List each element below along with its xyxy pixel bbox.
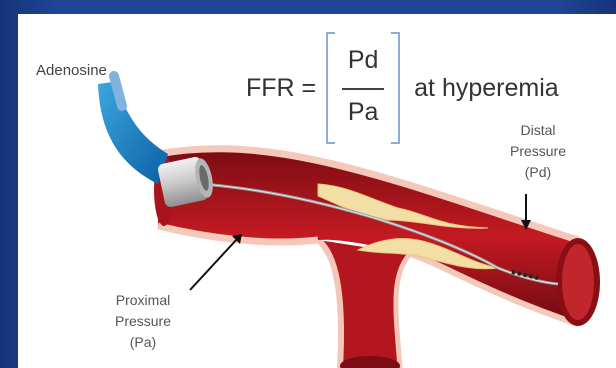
diagram-panel: Adenosine FFR = Pd Pa at hyperemia Dista… <box>18 14 616 368</box>
formula-fraction: Pd Pa <box>326 32 400 144</box>
branch-vessel <box>318 240 410 368</box>
formula-denominator: Pa <box>328 98 398 127</box>
distal-label-line: Pressure <box>492 141 584 162</box>
proximal-label-line: Proximal <box>88 290 198 311</box>
formula-lhs: FFR = <box>246 74 316 103</box>
adenosine-label: Adenosine <box>36 62 107 79</box>
distal-label-line: Distal <box>492 120 584 141</box>
proximal-label-line: (Pa) <box>88 332 198 353</box>
fraction-bar <box>342 88 384 90</box>
proximal-arrow <box>190 234 242 290</box>
formula-suffix: at hyperemia <box>414 74 559 103</box>
proximal-pressure-label: Proximal Pressure (Pa) <box>88 290 198 353</box>
distal-label-line: (Pd) <box>492 162 584 183</box>
formula-numerator: Pd <box>328 46 398 75</box>
proximal-label-line: Pressure <box>88 311 198 332</box>
distal-pressure-label: Distal Pressure (Pd) <box>492 120 584 183</box>
